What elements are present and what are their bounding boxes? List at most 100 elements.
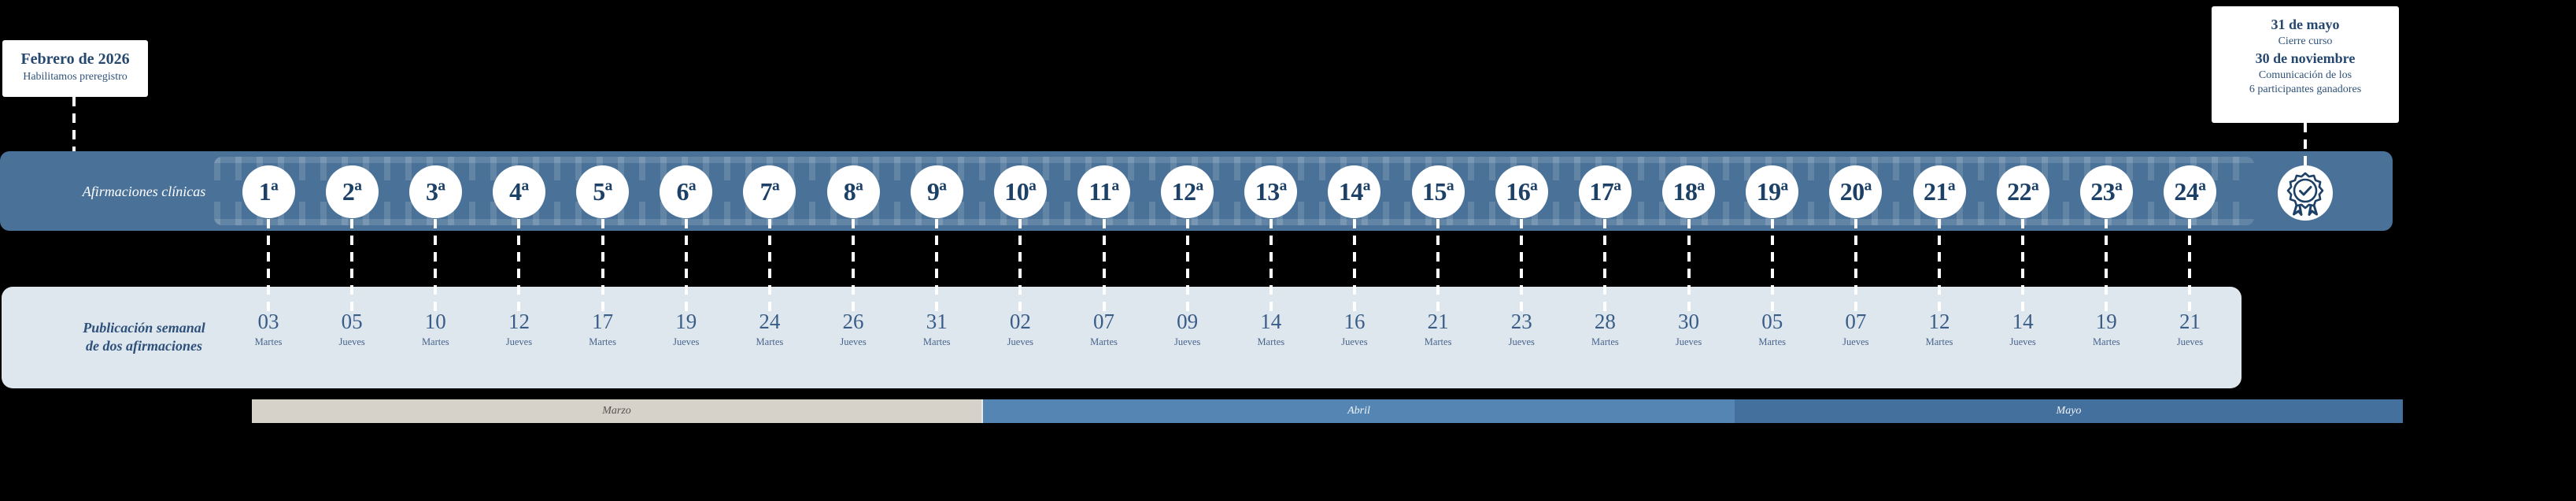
week-circle: 16ª <box>1495 165 1548 218</box>
week-circle: 21ª <box>1913 165 1966 218</box>
week-number: 16ª <box>1506 177 1538 206</box>
publication-date-day: 07 <box>1093 310 1114 333</box>
publication-date-day: 05 <box>341 310 363 333</box>
publication-date-weekday: Martes <box>922 336 951 347</box>
week-circle: 10ª <box>993 165 1047 218</box>
week-connector-line <box>935 219 939 313</box>
week-number: 6ª <box>676 177 697 206</box>
week-connector-line <box>1102 219 1106 313</box>
week-number: 4ª <box>509 177 529 206</box>
publication-date-weekday: Jueves <box>1842 336 1869 347</box>
publication-date-day: 26 <box>842 310 864 333</box>
week-circle: 5ª <box>576 165 630 218</box>
publication-date-day: 12 <box>508 310 530 333</box>
week-number: 7ª <box>759 177 780 206</box>
week-connector-line <box>1853 219 1857 313</box>
week-connector-line <box>350 219 354 313</box>
publication-date-weekday: Jueves <box>338 336 365 347</box>
week-number: 8ª <box>843 177 863 206</box>
week-number: 21ª <box>1923 177 1956 206</box>
week-circle: 4ª <box>492 165 545 218</box>
publication-date-weekday: Martes <box>756 336 784 347</box>
week-connector-line <box>601 219 604 313</box>
publication-date-day: 16 <box>1343 310 1366 333</box>
week-number: 3ª <box>426 177 445 206</box>
week-circle: 2ª <box>325 165 379 218</box>
month-label-abril: Abril <box>1347 405 1370 417</box>
publication-date-day: 05 <box>1761 310 1783 333</box>
week-connector-line <box>1436 219 1440 313</box>
publication-panel <box>2 287 2242 388</box>
week-number: 20ª <box>1839 177 1872 206</box>
publication-date-day: 19 <box>675 310 697 333</box>
closing-caption-1: Cierre curso <box>2278 35 2333 47</box>
publication-date-day: 12 <box>1928 310 1950 333</box>
week-circle: 7ª <box>743 165 796 218</box>
week-circle: 19ª <box>1746 165 1799 218</box>
week-connector-line <box>767 219 771 313</box>
week-circle: 18ª <box>1662 165 1716 218</box>
publication-date-day: 23 <box>1510 310 1532 333</box>
week-connector-line <box>2021 219 2025 313</box>
week-number: 11ª <box>1088 177 1119 206</box>
publication-date-weekday: Martes <box>1424 336 1452 347</box>
publication-date-day: 14 <box>1260 310 1282 333</box>
publication-date-weekday: Martes <box>421 336 449 347</box>
week-connector-line <box>1770 219 1774 313</box>
week-connector-line <box>1603 219 1607 313</box>
week-circle: 20ª <box>1829 165 1883 218</box>
publication-date-weekday: Martes <box>1758 336 1787 347</box>
week-number: 19ª <box>1756 177 1789 206</box>
prereg-connector-line <box>72 97 76 151</box>
week-number: 12ª <box>1171 177 1204 206</box>
publication-date-weekday: Martes <box>254 336 283 347</box>
publication-date-day: 19 <box>2095 310 2117 333</box>
week-connector-line <box>1269 219 1273 313</box>
closing-connector-line <box>2304 123 2307 165</box>
award-rosette-check-icon <box>2286 172 2324 216</box>
publication-date-day: 17 <box>592 310 614 333</box>
prereg-callout-subtitle: Habilitamos preregistro <box>23 71 128 83</box>
week-connector-line <box>434 219 438 313</box>
week-circle: 24ª <box>2163 165 2216 218</box>
month-divider <box>981 399 983 423</box>
week-circle: 22ª <box>1996 165 2049 218</box>
affirmations-bar-label: Afirmaciones clínicas <box>82 184 206 199</box>
week-number: 9ª <box>926 177 947 206</box>
publication-date-weekday: Jueves <box>673 336 700 347</box>
closing-caption-2b: 6 participantes ganadores <box>2249 83 2362 95</box>
closing-date-1: 31 de mayo <box>2271 17 2340 32</box>
publication-date-weekday: Jueves <box>1341 336 1368 347</box>
publication-date-day: 31 <box>926 310 948 333</box>
closing-callout: 31 de mayo Cierre curso 30 de noviembre … <box>2212 6 2399 123</box>
publication-date-day: 02 <box>1009 310 1031 333</box>
publication-date-weekday: Martes <box>1591 336 1619 347</box>
publication-date-weekday: Jueves <box>840 336 867 347</box>
week-connector-line <box>2188 219 2192 313</box>
week-number: 24ª <box>2174 177 2206 206</box>
week-number: 14ª <box>1338 177 1371 206</box>
publication-date-weekday: Jueves <box>1675 336 1702 347</box>
publication-date-weekday: Jueves <box>1007 336 1033 347</box>
week-circle: 13ª <box>1244 165 1298 218</box>
publication-date-weekday: Jueves <box>1508 336 1535 347</box>
week-number: 22ª <box>2007 177 2039 206</box>
week-connector-line <box>2105 219 2108 313</box>
prereg-callout: Febrero de 2026 Habilitamos preregistro <box>2 40 148 97</box>
publication-date-weekday: Jueves <box>2009 336 2036 347</box>
week-connector-line <box>267 219 270 313</box>
